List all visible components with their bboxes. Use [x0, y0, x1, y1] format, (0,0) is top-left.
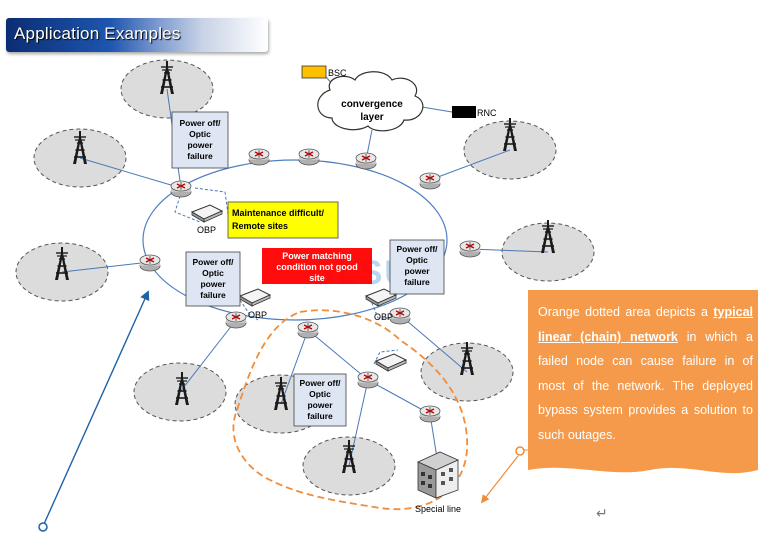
- power-matching-text: condition not good: [276, 262, 357, 272]
- failure-box-text: failure: [307, 411, 333, 421]
- note-prefix: Orange dotted area depicts a: [538, 305, 714, 319]
- failure-box-text: failure: [187, 151, 213, 161]
- note-suffix: in which a failed node can cause failure…: [538, 329, 753, 442]
- note-arrow: [480, 455, 519, 504]
- convergence-label: convergence: [341, 99, 403, 110]
- obp-device-icon: [239, 288, 271, 307]
- rnc-box: [452, 106, 476, 118]
- router-icon: [419, 172, 441, 190]
- bsc-box: [301, 65, 327, 79]
- note-callout: [528, 290, 758, 474]
- header-bar: [6, 18, 268, 52]
- failure-box-text: Power off/: [179, 118, 221, 128]
- failure-box-text: power: [200, 279, 226, 289]
- failure-box-text: Power off/: [396, 244, 438, 254]
- failure-box-text: Power off/: [192, 257, 234, 267]
- failure-box-text: power: [404, 266, 430, 276]
- note-highlight: typical linear (chain) network: [538, 305, 753, 344]
- special-line-building-icon: [417, 451, 459, 499]
- router-icon: [419, 405, 441, 423]
- router-icon: [225, 311, 247, 329]
- special-line-label: Special line: [415, 504, 461, 514]
- backbone-ring: [142, 159, 448, 321]
- failure-box-text: Optic: [202, 268, 224, 278]
- router-icon: [459, 240, 481, 258]
- router-icon: [357, 371, 379, 389]
- router-icon: [355, 152, 377, 170]
- obp-label: OBP: [374, 312, 393, 322]
- power-matching-box: Power matching condition not good site: [262, 248, 372, 284]
- obp-links: [174, 187, 399, 365]
- failure-box-text: power: [307, 400, 333, 410]
- failure-box-right: Power off/ Optic power failure: [389, 239, 445, 295]
- rnc-label: RNC: [477, 108, 497, 118]
- router-icon: [170, 180, 192, 198]
- failure-box-text: failure: [404, 277, 430, 287]
- failure-box-text: Power off/: [299, 378, 341, 388]
- failure-box-top: Power off/ Optic power failure: [171, 111, 229, 169]
- chain-network-area: [232, 309, 468, 510]
- note-text: Orange dotted area depicts a typical lin…: [538, 300, 753, 447]
- failure-box-bottom: Power off/ Optic power failure: [293, 373, 347, 427]
- obp-label: OBP: [248, 310, 267, 320]
- maintenance-box: Maintenance difficult/ Remote sites: [227, 201, 339, 239]
- note-pointer-dot: [515, 446, 525, 456]
- failure-box-text: power: [187, 140, 213, 150]
- maintenance-text: Maintenance difficult/: [232, 208, 325, 218]
- router-icon: [248, 148, 270, 166]
- power-matching-text: site: [309, 273, 325, 283]
- router-icon: [297, 321, 319, 339]
- maintenance-text: Remote sites: [232, 221, 288, 231]
- obp-label: OBP: [197, 225, 216, 235]
- links: [61, 76, 549, 467]
- blue-arrow-dot: [38, 522, 48, 532]
- failure-box-text: Optic: [406, 255, 428, 265]
- router-icon: [139, 254, 161, 272]
- failure-box-left: Power off/ Optic power failure: [185, 251, 241, 307]
- power-matching-text: Power matching: [282, 251, 352, 261]
- obp-device-icon: [375, 353, 407, 372]
- obp-devices: OBP OBP OBP: [191, 204, 407, 372]
- router-icon: [298, 148, 320, 166]
- page-title: Application Examples: [14, 24, 181, 43]
- failure-box-text: failure: [200, 290, 226, 300]
- failure-box-text: Optic: [309, 389, 331, 399]
- bsc-label: BSC: [328, 68, 347, 78]
- blue-arrow: [43, 290, 150, 525]
- paragraph-mark: ↵: [596, 506, 608, 522]
- convergence-cloud: convergence layer: [317, 71, 424, 132]
- convergence-label: layer: [360, 112, 383, 123]
- obp-device-icon: [191, 204, 223, 223]
- failure-box-text: Optic: [189, 129, 211, 139]
